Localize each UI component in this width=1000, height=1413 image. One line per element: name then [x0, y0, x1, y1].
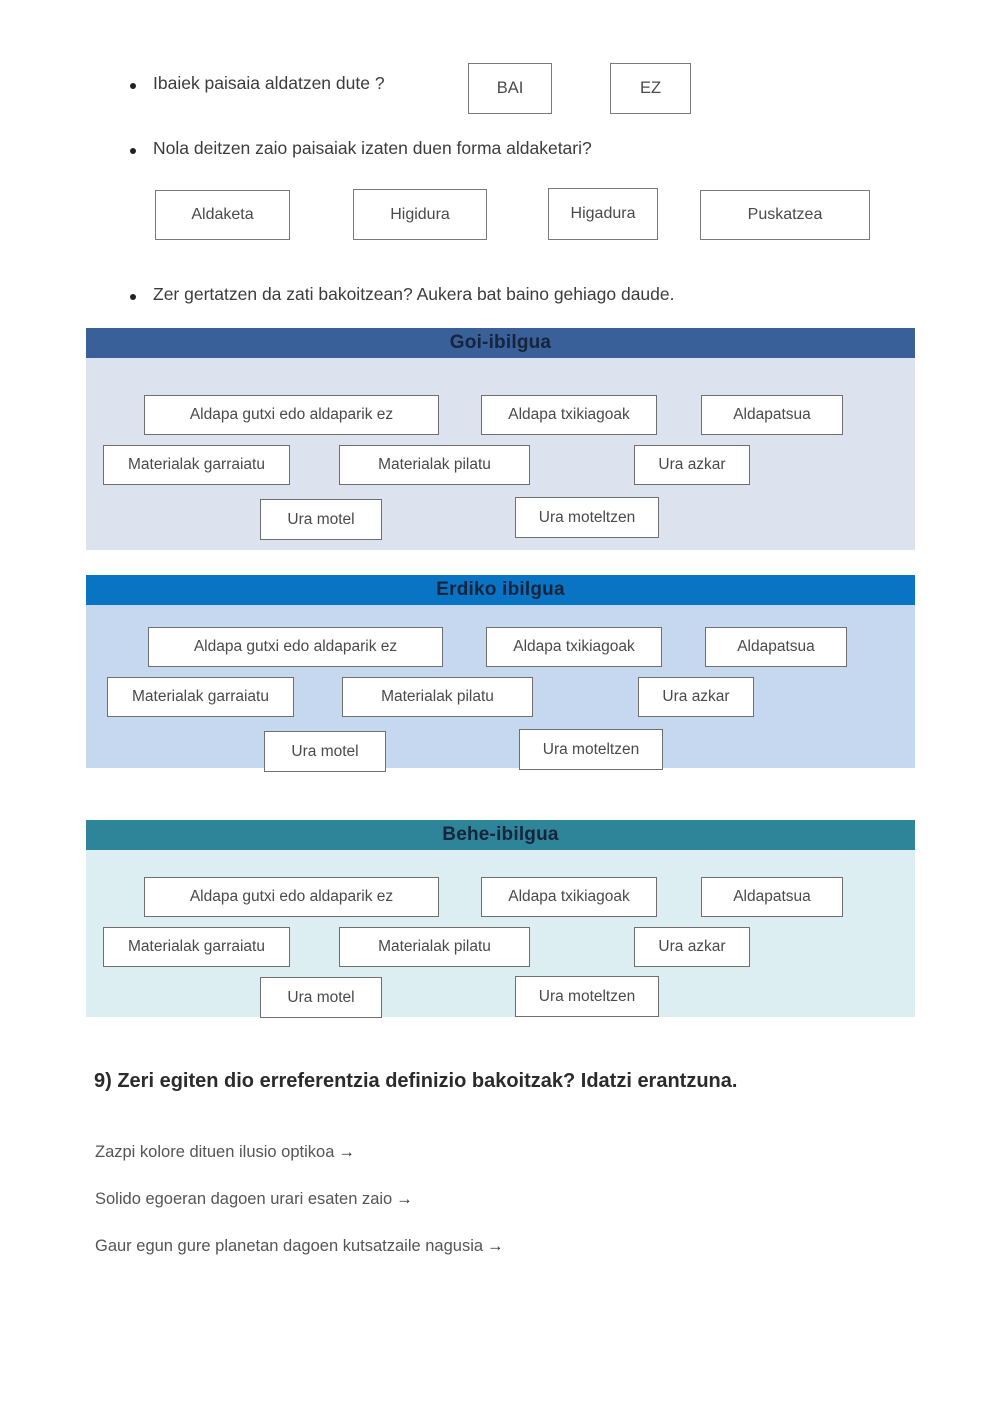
question-3-row: Zer gertatzen da zati bakoitzean? Aukera…: [130, 283, 675, 307]
option-puskatzea[interactable]: Puskatzea: [700, 190, 870, 240]
panel-goi-ibilgua-body: Aldapa gutxi edo aldaparik ez Aldapa txi…: [86, 358, 915, 550]
question-2-row: Nola deitzen zaio paisaiak izaten duen f…: [130, 137, 592, 161]
question-2-text: Nola deitzen zaio paisaiak izaten duen f…: [153, 138, 592, 158]
question-3-text: Zer gertatzen da zati bakoitzean? Aukera…: [153, 284, 675, 304]
chip-ura-moteltzen[interactable]: Ura moteltzen: [519, 729, 663, 770]
chip-materialak-pilatu[interactable]: Materialak pilatu: [339, 927, 530, 967]
question-1-text: Ibaiek paisaia aldatzen dute ?: [153, 73, 385, 93]
definition-text-1: Zazpi kolore dituen ilusio optikoa: [95, 1143, 335, 1161]
chip-materialak-pilatu[interactable]: Materialak pilatu: [339, 445, 530, 485]
definition-text-3: Gaur egun gure planetan dagoen kutsatzai…: [95, 1237, 484, 1255]
arrow-icon: →: [487, 1237, 504, 1255]
panel-behe-ibilgua-title: Behe-ibilgua: [86, 820, 915, 850]
panel-erdiko-ibilgua: Erdiko ibilgua Aldapa gutxi edo aldapari…: [86, 575, 915, 772]
option-higadura[interactable]: Higadura: [548, 188, 658, 240]
chip-materialak-garraiatu[interactable]: Materialak garraiatu: [103, 927, 290, 967]
chip-ura-motel[interactable]: Ura motel: [264, 731, 386, 772]
bullet-marker-icon: [130, 294, 136, 300]
chip-ura-azkar[interactable]: Ura azkar: [638, 677, 754, 717]
chip-aldapa-gutxi[interactable]: Aldapa gutxi edo aldaparik ez: [148, 627, 443, 667]
panel-behe-ibilgua-body: Aldapa gutxi edo aldaparik ez Aldapa txi…: [86, 850, 915, 1018]
bullet-marker-icon: [130, 83, 136, 89]
option-aldaketa[interactable]: Aldaketa: [155, 190, 290, 240]
chip-aldapa-txikiagoak[interactable]: Aldapa txikiagoak: [486, 627, 662, 667]
panel-goi-ibilgua: Goi-ibilgua Aldapa gutxi edo aldaparik e…: [86, 328, 915, 550]
definition-line-2: Solido egoeran dagoen urari esaten zaio→: [95, 1190, 413, 1209]
chip-aldapa-gutxi[interactable]: Aldapa gutxi edo aldaparik ez: [144, 877, 439, 917]
chip-aldapatsua[interactable]: Aldapatsua: [701, 877, 843, 917]
panel-behe-ibilgua: Behe-ibilgua Aldapa gutxi edo aldaparik …: [86, 820, 915, 1018]
option-higidura[interactable]: Higidura: [353, 189, 487, 240]
chip-ura-moteltzen[interactable]: Ura moteltzen: [515, 976, 659, 1017]
chip-ura-moteltzen[interactable]: Ura moteltzen: [515, 497, 659, 538]
panel-erdiko-ibilgua-title: Erdiko ibilgua: [86, 575, 915, 605]
chip-aldapatsua[interactable]: Aldapatsua: [701, 395, 843, 435]
chip-aldapa-txikiagoak[interactable]: Aldapa txikiagoak: [481, 877, 657, 917]
definition-text-2: Solido egoeran dagoen urari esaten zaio: [95, 1190, 393, 1208]
option-ez[interactable]: EZ: [610, 63, 691, 114]
chip-aldapa-txikiagoak[interactable]: Aldapa txikiagoak: [481, 395, 657, 435]
option-bai[interactable]: BAI: [468, 63, 552, 114]
chip-ura-motel[interactable]: Ura motel: [260, 499, 382, 540]
section-9-heading: 9) Zeri egiten dio erreferentzia definiz…: [94, 1070, 738, 1092]
chip-materialak-pilatu[interactable]: Materialak pilatu: [342, 677, 533, 717]
chip-ura-azkar[interactable]: Ura azkar: [634, 445, 750, 485]
chip-aldapatsua[interactable]: Aldapatsua: [705, 627, 847, 667]
arrow-icon: →: [338, 1143, 355, 1161]
chip-materialak-garraiatu[interactable]: Materialak garraiatu: [103, 445, 290, 485]
arrow-icon: →: [396, 1190, 413, 1208]
chip-ura-azkar[interactable]: Ura azkar: [634, 927, 750, 967]
definition-line-1: Zazpi kolore dituen ilusio optikoa→: [95, 1143, 355, 1162]
panel-erdiko-ibilgua-body: Aldapa gutxi edo aldaparik ez Aldapa txi…: [86, 605, 915, 772]
chip-aldapa-gutxi[interactable]: Aldapa gutxi edo aldaparik ez: [144, 395, 439, 435]
chip-materialak-garraiatu[interactable]: Materialak garraiatu: [107, 677, 294, 717]
question-1-row: Ibaiek paisaia aldatzen dute ?: [130, 72, 385, 96]
bullet-marker-icon: [130, 148, 136, 154]
chip-ura-motel[interactable]: Ura motel: [260, 977, 382, 1018]
panel-goi-ibilgua-title: Goi-ibilgua: [86, 328, 915, 358]
definition-line-3: Gaur egun gure planetan dagoen kutsatzai…: [95, 1237, 504, 1256]
